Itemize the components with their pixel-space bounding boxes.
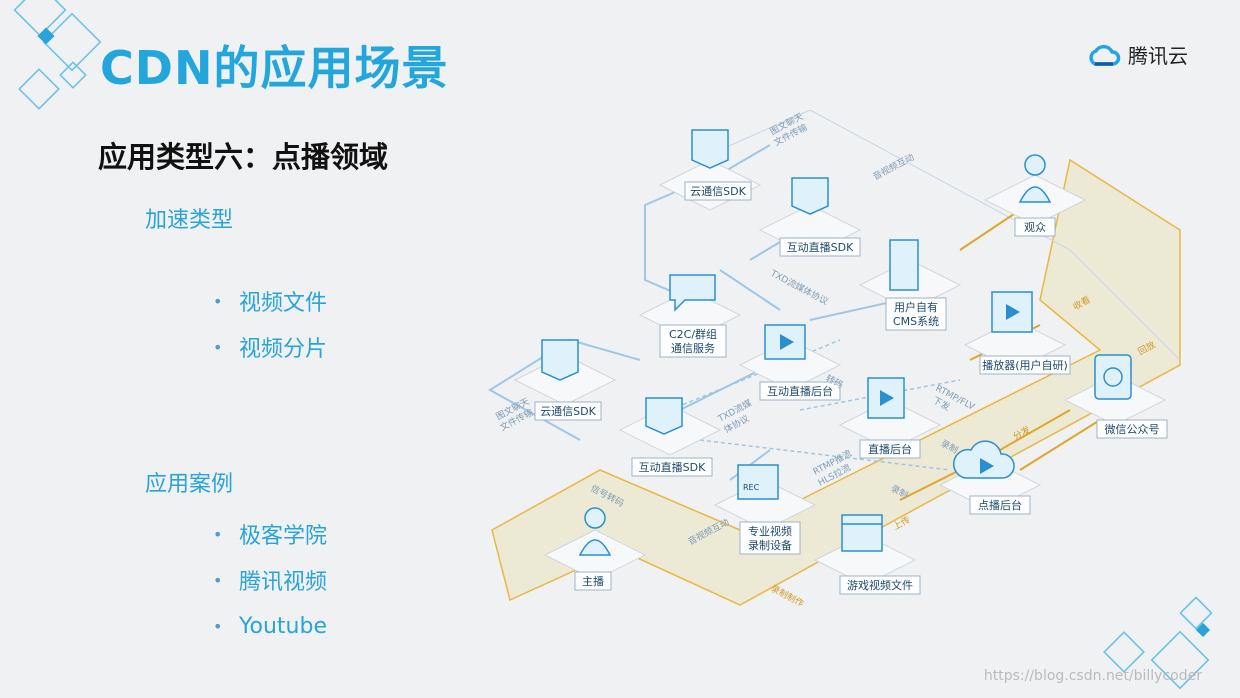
cloud-icon bbox=[1089, 44, 1121, 66]
box-icon bbox=[791, 177, 829, 215]
chat-icon bbox=[669, 274, 716, 312]
svg-text:互动直播SDK: 互动直播SDK bbox=[787, 240, 854, 254]
svg-text:互动直播SDK: 互动直播SDK bbox=[639, 460, 706, 474]
svg-text:TXD流媒体协议: TXD流媒体协议 bbox=[768, 267, 831, 308]
svg-text:云通信SDK: 云通信SDK bbox=[540, 405, 596, 418]
svg-text:REC: REC bbox=[743, 483, 760, 492]
node-im-sdk-top: 云通信SDK bbox=[658, 129, 762, 211]
svg-text:录制制作: 录制制作 bbox=[769, 582, 806, 610]
accel-type-list: •视频文件 •视频分片 bbox=[213, 278, 327, 370]
camera-icon bbox=[737, 464, 779, 500]
list-item: •视频文件 bbox=[213, 291, 328, 316]
monitor-icon bbox=[867, 377, 905, 419]
svg-text:播放器(用户自研): 播放器(用户自研) bbox=[982, 358, 1068, 372]
svg-text:云通信SDK: 云通信SDK bbox=[690, 185, 746, 198]
logo-text: 腾讯云 bbox=[1128, 44, 1188, 68]
node-vod-backend: 点播后台 bbox=[938, 440, 1042, 515]
vod-architecture-diagram: 云通信SDK 互动直播SDK 观众 用户自有 CMS系统 C2C/群组 通信服务… bbox=[488, 110, 1181, 610]
svg-text:用户自有: 用户自有 bbox=[894, 300, 938, 314]
person-icon bbox=[584, 507, 606, 529]
svg-text:观众: 观众 bbox=[1024, 221, 1046, 234]
svg-text:微信公众号: 微信公众号 bbox=[1105, 422, 1160, 436]
case-list: •极客学院 •腾讯视频 •Youtube bbox=[213, 511, 327, 649]
svg-text:互动直播后台: 互动直播后台 bbox=[767, 384, 833, 398]
list-item: •Youtube bbox=[213, 613, 327, 639]
node-viewer: 观众 bbox=[983, 154, 1087, 237]
server-icon bbox=[889, 239, 919, 291]
node-direct-backend: 直播后台 bbox=[838, 377, 942, 459]
svg-text:音视频互动: 音视频互动 bbox=[871, 151, 916, 183]
svg-text:通信服务: 通信服务 bbox=[671, 342, 715, 355]
list-item: •视频分片 bbox=[213, 337, 328, 362]
node-player: 播放器(用户自研) bbox=[963, 291, 1071, 375]
node-anchor: 主播 bbox=[543, 507, 647, 591]
svg-text:主播: 主播 bbox=[582, 574, 604, 588]
case-heading: 应用案例 bbox=[145, 472, 234, 497]
watermark: https://blog.csdn.net/billycoder bbox=[983, 668, 1202, 684]
node-cms: 用户自有 CMS系统 bbox=[858, 239, 962, 331]
list-item: •腾讯视频 bbox=[213, 570, 328, 595]
slide-title: CDN的应用场景 bbox=[100, 41, 449, 95]
decorative-diamonds-top-left bbox=[13, 0, 102, 110]
box-icon bbox=[691, 129, 729, 169]
person-icon bbox=[1024, 154, 1046, 176]
svg-text:专业视频: 专业视频 bbox=[748, 524, 792, 538]
node-live-sdk-left: 互动直播SDK bbox=[618, 397, 722, 477]
decorative-diamonds-bottom-right bbox=[1103, 596, 1213, 690]
clapper-icon bbox=[841, 514, 883, 552]
cloud-play-icon bbox=[953, 440, 1015, 479]
node-live-backend: 互动直播后台 bbox=[738, 324, 842, 401]
accel-type-heading: 加速类型 bbox=[145, 208, 234, 233]
slide-subtitle: 应用类型六：点播领域 bbox=[98, 140, 389, 174]
svg-text:CMS系统: CMS系统 bbox=[893, 315, 939, 328]
svg-text:C2C/群组: C2C/群组 bbox=[669, 327, 717, 341]
svg-text:录制设备: 录制设备 bbox=[748, 538, 792, 552]
tencent-cloud-logo: 腾讯云 bbox=[1086, 40, 1188, 69]
box-icon bbox=[541, 339, 579, 381]
node-live-sdk-top: 互动直播SDK bbox=[758, 177, 862, 257]
list-item: •极客学院 bbox=[213, 524, 328, 549]
svg-text:游戏视频文件: 游戏视频文件 bbox=[847, 578, 913, 592]
node-game-file: 游戏视频文件 bbox=[813, 514, 921, 595]
node-wechat: 微信公众号 bbox=[1063, 354, 1168, 439]
box-icon bbox=[645, 397, 683, 435]
svg-text:点播后台: 点播后台 bbox=[978, 498, 1022, 512]
node-im-sdk-left: 云通信SDK bbox=[513, 339, 617, 421]
wechat-icon bbox=[1094, 354, 1132, 400]
node-rec-device: REC 专业视频 录制设备 bbox=[713, 464, 817, 555]
node-c2c: C2C/群组 通信服务 bbox=[638, 274, 742, 358]
svg-text:直播后台: 直播后台 bbox=[868, 442, 912, 456]
